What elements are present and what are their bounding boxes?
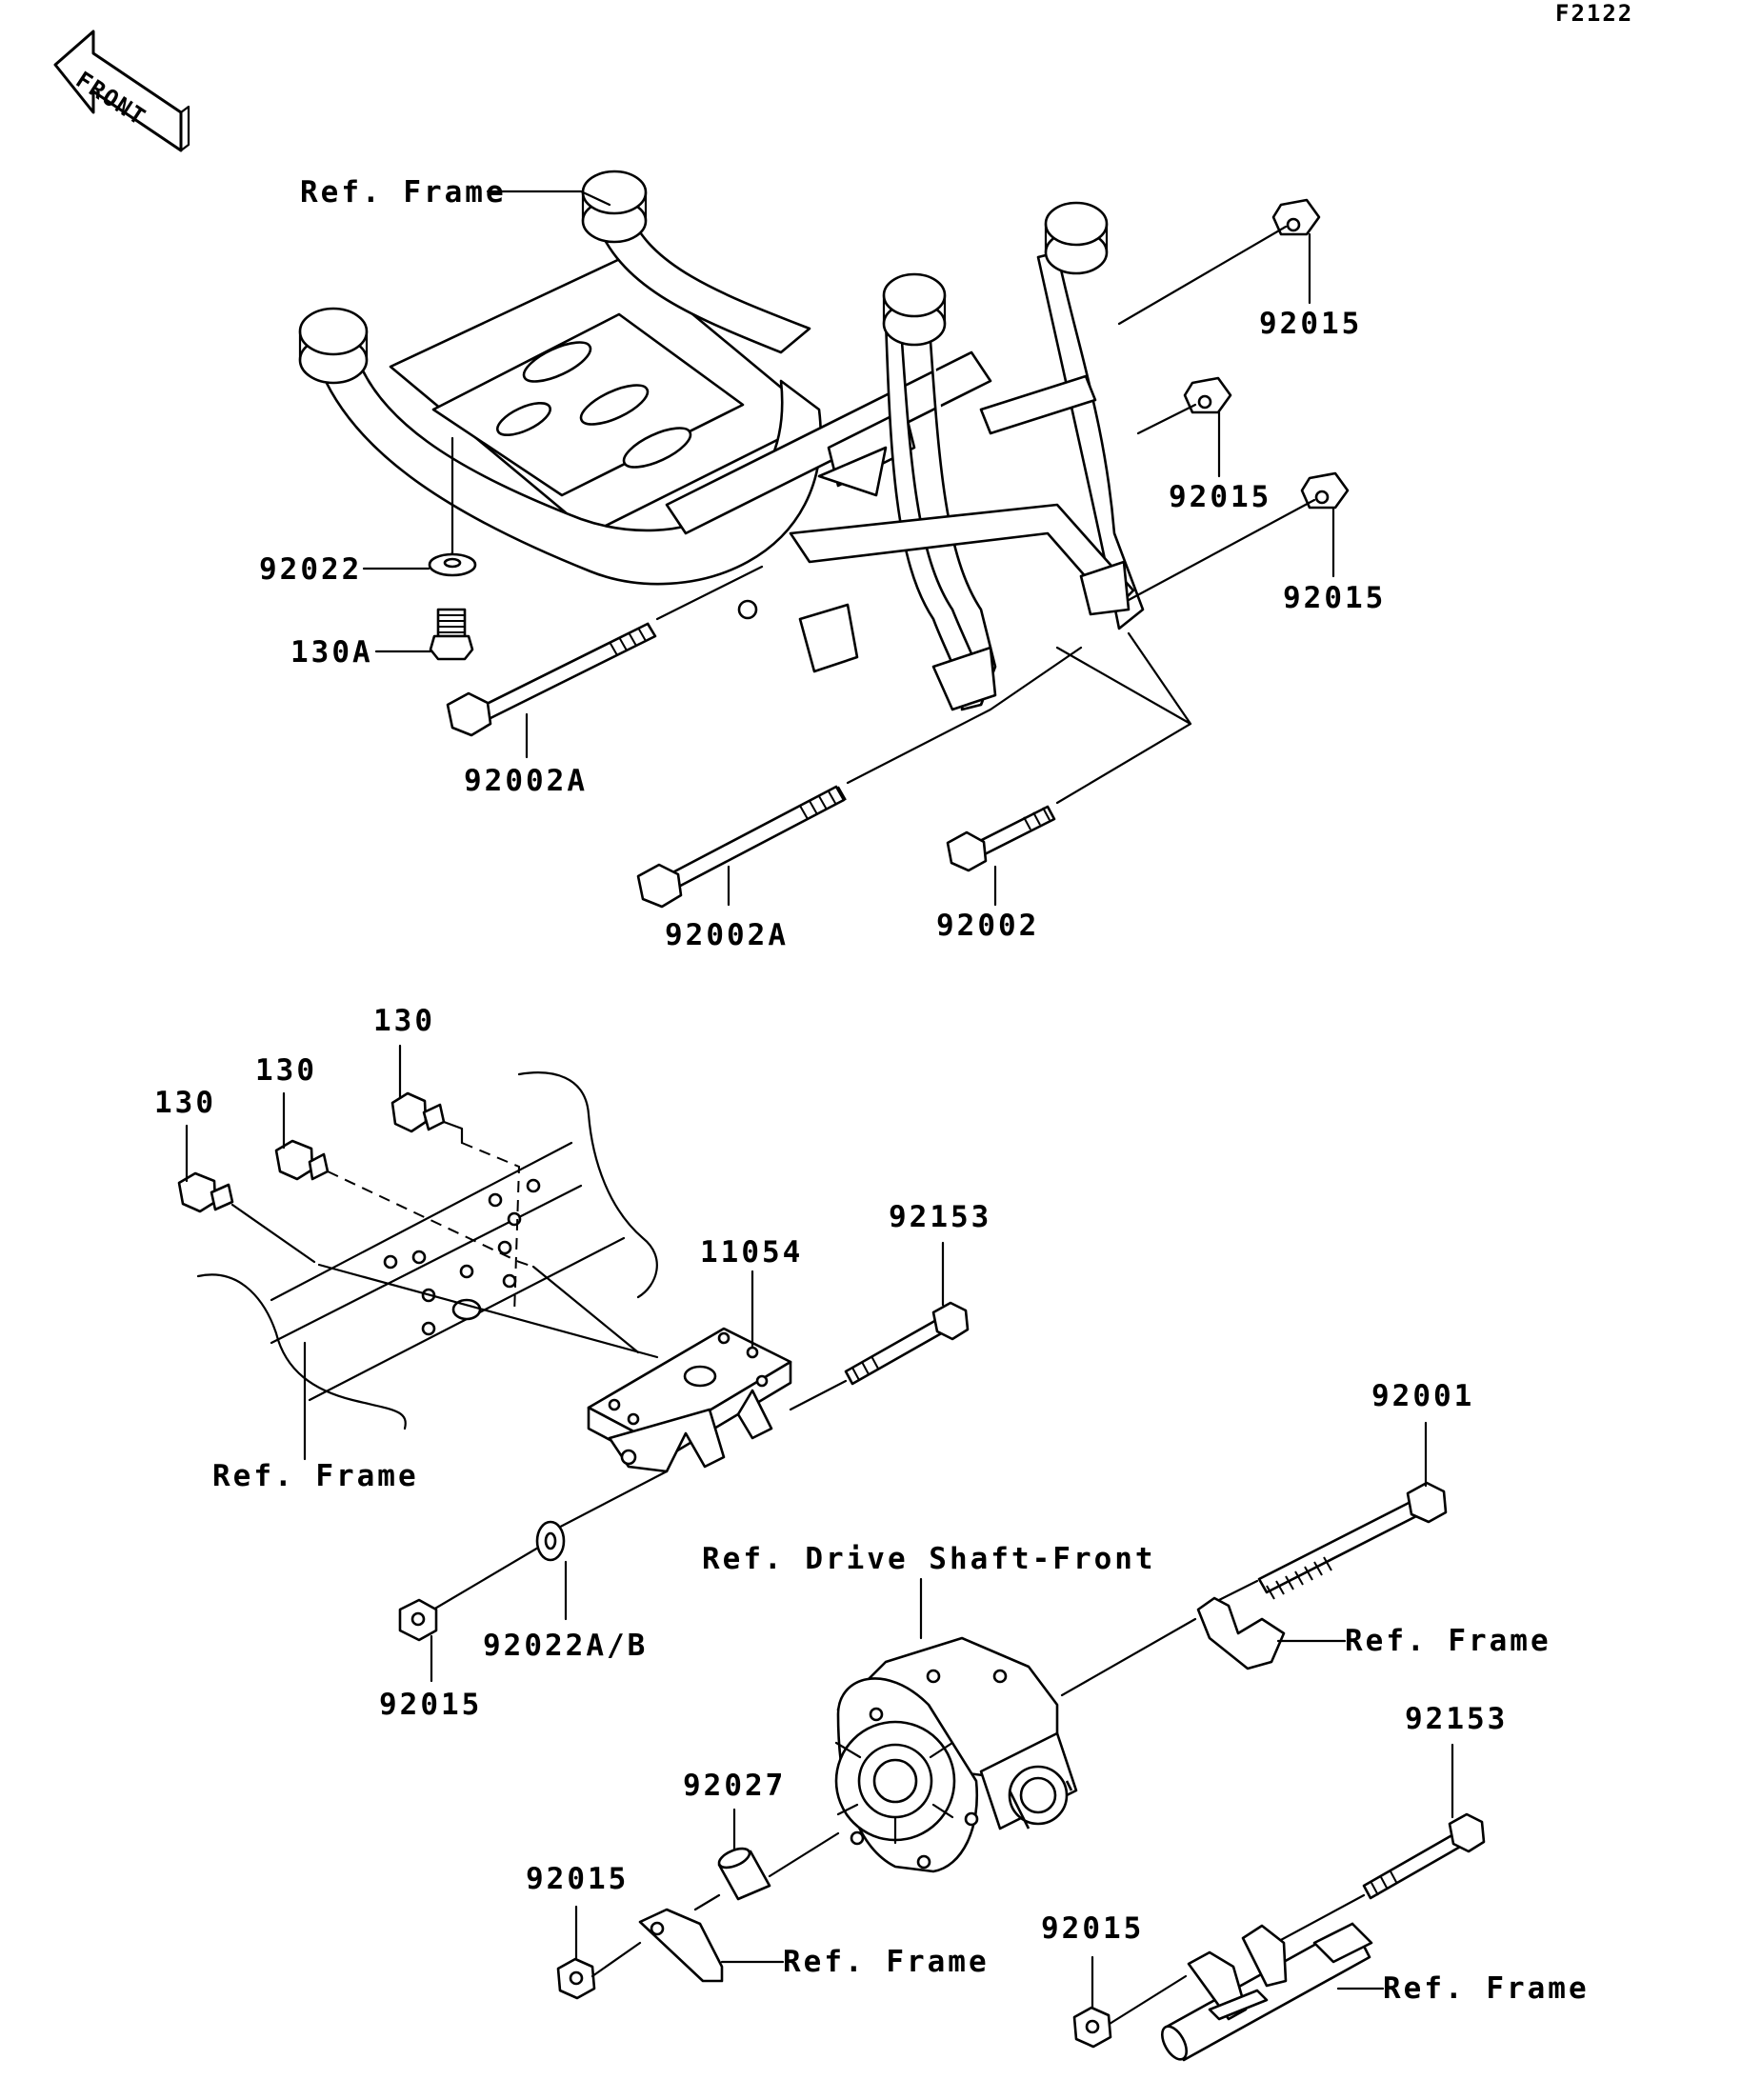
label-92015-b: 92015	[1169, 480, 1271, 514]
bolt-92153-a	[844, 1301, 970, 1386]
leader-line	[1127, 498, 1316, 602]
collar-92027	[717, 1847, 771, 1901]
bolt-130-a	[177, 1171, 234, 1213]
front-arrow-icon: FRONT	[53, 30, 190, 152]
label-92015-c: 92015	[1283, 581, 1386, 615]
label-ref-frame-bottom-right: Ref. Frame	[1383, 1971, 1590, 2006]
label-92015-f: 92015	[1041, 1911, 1144, 1946]
label-ref-frame-bottom: Ref. Frame	[783, 1945, 990, 1979]
leader-line	[461, 1142, 521, 1315]
washer-hole	[544, 1531, 557, 1550]
leader-line	[327, 1170, 534, 1268]
leader-line	[693, 1831, 840, 1911]
leader-line	[1265, 1893, 1366, 1950]
label-130-b: 130	[255, 1053, 317, 1088]
diagram-code: F2122	[1555, 0, 1633, 27]
washer-hole	[443, 557, 462, 569]
bolt-92002A-b	[636, 785, 847, 909]
label-92022AB: 92022A/B	[483, 1629, 648, 1663]
label-92015-d: 92015	[379, 1688, 482, 1722]
nut-92015-a	[1271, 198, 1321, 236]
leader-line	[442, 1120, 464, 1145]
label-92015-a: 92015	[1259, 307, 1362, 341]
nut-92015-e	[556, 1957, 596, 2000]
label-92002A-b: 92002A	[665, 918, 789, 952]
drive-shaft-housing-illustration	[834, 1636, 1078, 1873]
bolt-130-b	[274, 1139, 330, 1181]
label-92153-b: 92153	[1405, 1702, 1508, 1736]
nut-92015-c	[1300, 471, 1350, 510]
leader-line	[655, 565, 764, 621]
leader-line	[1060, 1579, 1259, 1697]
label-ref-frame-top: Ref. Frame	[300, 175, 507, 210]
leader-line	[1055, 631, 1192, 805]
frame-bracket-bottom	[638, 1908, 724, 1983]
bolt-92002A-a	[446, 622, 657, 737]
frame-tube-bottom-right	[1160, 1922, 1373, 2062]
leader-line	[230, 1203, 659, 1359]
bolt-92153-b	[1362, 1812, 1486, 1900]
leader-line	[531, 1265, 640, 1354]
nut-92015-d	[398, 1598, 438, 1642]
frame-bracket-right	[1196, 1596, 1286, 1670]
label-ref-frame-right: Ref. Frame	[1345, 1624, 1551, 1658]
leader-line	[846, 646, 1083, 785]
label-92022: 92022	[259, 552, 362, 587]
bolt-92001	[1257, 1481, 1448, 1600]
leader-line	[1117, 225, 1288, 326]
leader-line	[546, 1379, 848, 1535]
label-130A: 130A	[290, 635, 373, 670]
label-92002A-a: 92002A	[464, 764, 588, 798]
leader-line	[1136, 403, 1197, 435]
label-130-a: 130	[154, 1086, 216, 1120]
leader-line	[486, 190, 611, 207]
nut-92015-f	[1072, 2006, 1112, 2049]
leader-line	[1108, 1974, 1188, 2026]
label-11054: 11054	[700, 1235, 803, 1270]
label-130-c: 130	[373, 1004, 435, 1038]
label-ref-drive-shaft: Ref. Drive Shaft-Front	[702, 1542, 1156, 1576]
nut-92015-b	[1183, 376, 1232, 414]
bolt-92002	[946, 805, 1056, 872]
leader-line	[431, 1546, 540, 1611]
label-ref-frame-mid: Ref. Frame	[212, 1459, 419, 1493]
frame-assembly-illustration	[298, 170, 1145, 711]
bolt-130-c	[390, 1091, 446, 1133]
label-92153-a: 92153	[889, 1200, 991, 1234]
leader-line	[590, 1941, 642, 1978]
label-92027: 92027	[683, 1769, 786, 1803]
bracket-11054	[587, 1327, 792, 1473]
bolt-130A	[429, 608, 474, 661]
label-92002: 92002	[936, 909, 1039, 943]
frame-section-illustration	[196, 1071, 658, 1430]
label-92015-e: 92015	[526, 1862, 629, 1896]
label-92001: 92001	[1371, 1379, 1474, 1413]
